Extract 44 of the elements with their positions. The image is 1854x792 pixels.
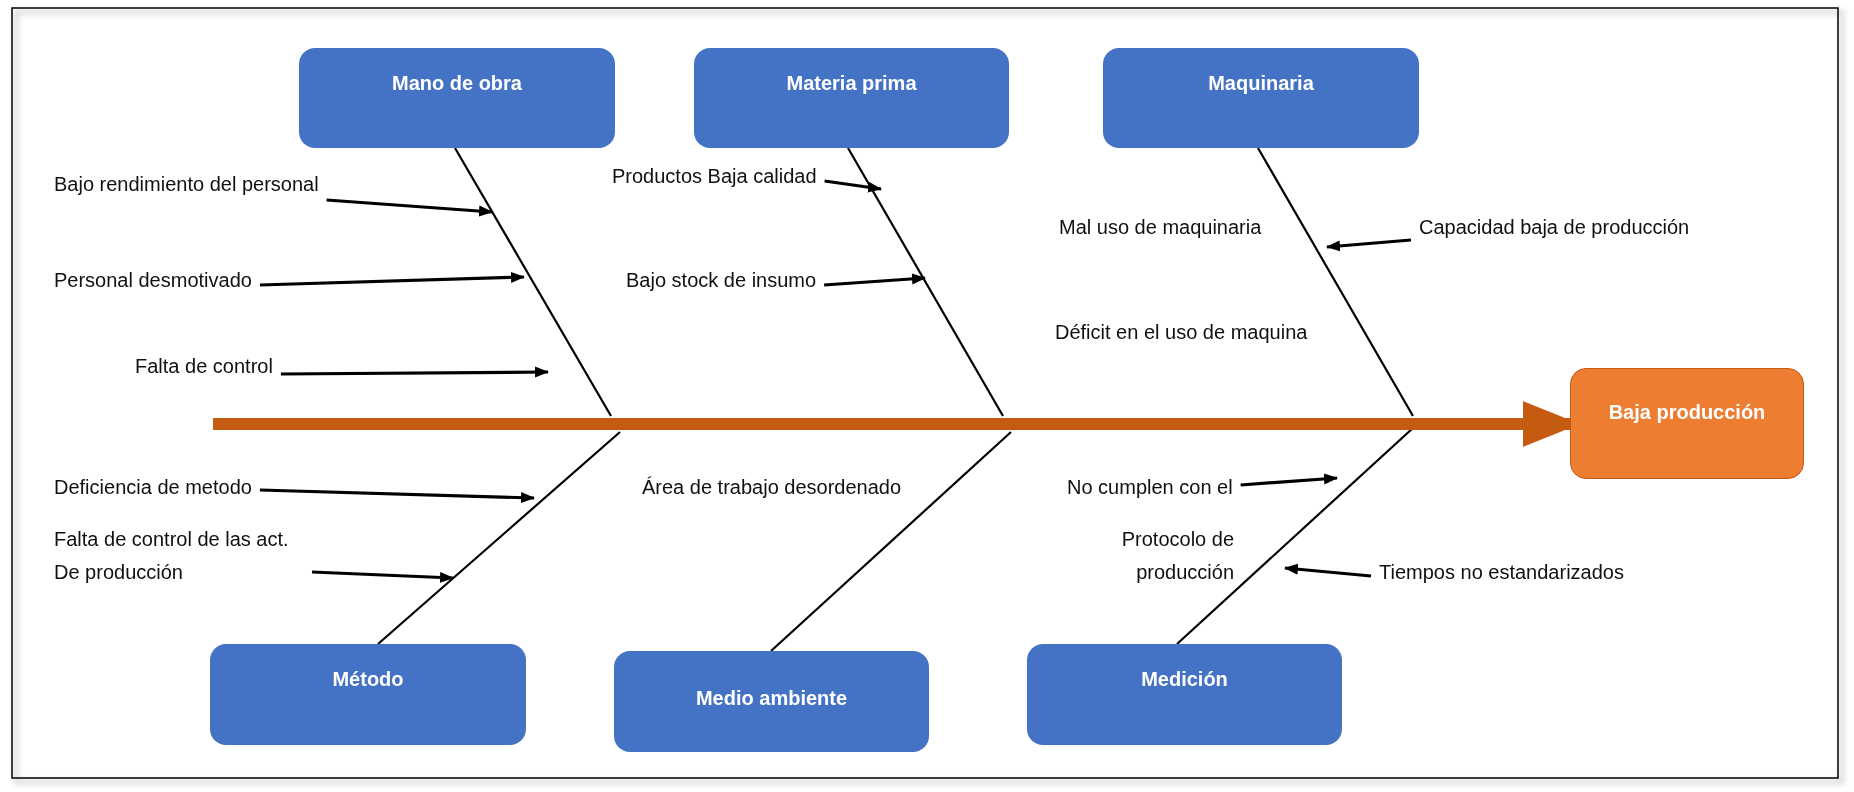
arrow (326, 198, 493, 217)
cause-text: Falta de control (135, 354, 273, 378)
cause-text: Déficit en el uso de maquina (1055, 320, 1308, 344)
category-box (1103, 48, 1419, 148)
arrow (824, 179, 882, 193)
cause-text: Mal uso de maquinaria (1059, 215, 1262, 239)
category-box (614, 651, 929, 752)
category-label: Método (332, 668, 404, 691)
cause-text: Bajo rendimiento del personal (54, 172, 319, 196)
effect-label: Baja producción (1608, 401, 1766, 424)
category-box (210, 644, 526, 745)
bone-line (847, 147, 1004, 417)
arrow (1284, 563, 1372, 578)
cause-text: Deficiencia de metodo (54, 475, 252, 499)
cause-text: Personal desmotivado (54, 268, 252, 292)
arrow (1326, 238, 1412, 252)
category-label: Mano de obra (392, 72, 522, 95)
category-box (299, 48, 615, 148)
category-label: Medio ambiente (695, 687, 848, 710)
bone-line (454, 147, 612, 417)
arrow (259, 271, 525, 287)
category-label: Medición (1141, 668, 1228, 691)
bone-line (770, 431, 1012, 652)
cause-text: Capacidad baja de producción (1419, 215, 1690, 239)
cause-text: No cumplen con el (1067, 475, 1233, 499)
cause-text: Bajo stock de insumo (626, 268, 817, 292)
cause-text: Área de trabajo desordenado (642, 475, 902, 499)
arrow (311, 570, 454, 583)
category-box (694, 48, 1009, 148)
cause-text: Falta de control de las act. De producción (54, 523, 304, 589)
arrow (824, 273, 926, 287)
cause-text: Protocolo de producción (1120, 527, 1234, 585)
cause-text: Productos Baja calidad (612, 164, 817, 188)
arrow (259, 488, 535, 504)
bone-line (1176, 427, 1414, 645)
category-label: Materia prima (786, 72, 917, 95)
category-label: Maquinaria (1208, 72, 1314, 95)
bone-line (1257, 147, 1414, 417)
bone-line (377, 431, 621, 645)
arrow (1240, 473, 1338, 487)
effect-box (1570, 368, 1804, 479)
arrow (280, 366, 549, 378)
cause-text: Tiempos no estandarizados (1379, 560, 1624, 584)
category-box (1027, 644, 1342, 745)
